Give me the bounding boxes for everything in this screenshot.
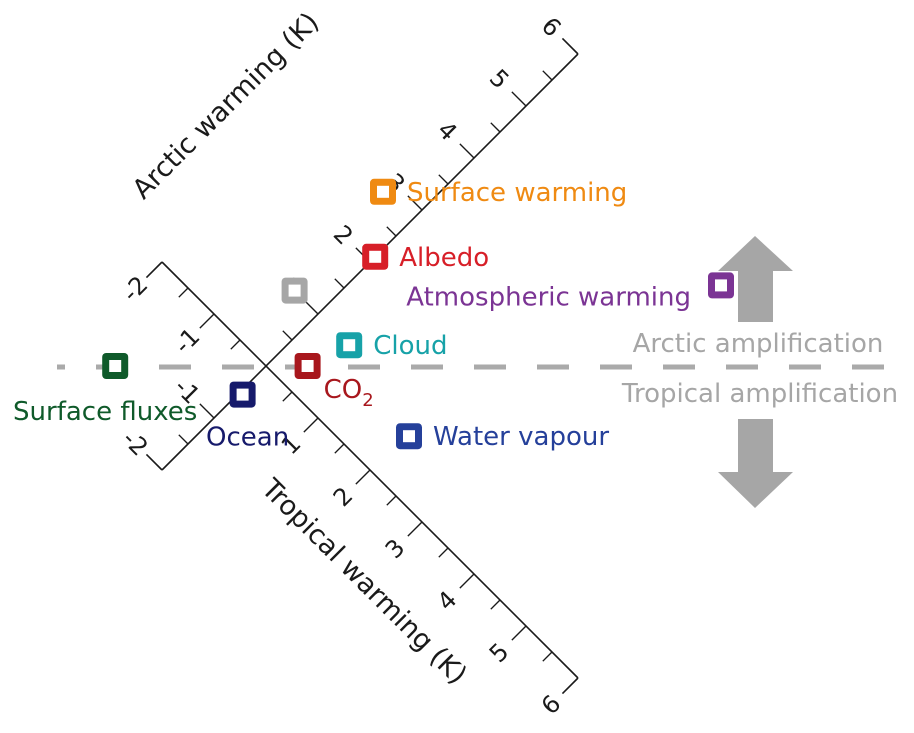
tropical-axis-tick bbox=[542, 651, 553, 662]
arctic-tick-label: 5 bbox=[484, 64, 515, 95]
arctic-axis-tick bbox=[438, 174, 449, 185]
arrows-layer: Arctic amplification Tropical amplificat… bbox=[621, 236, 898, 508]
tropical-axis-tick bbox=[386, 495, 397, 506]
point-label-text: Cloud bbox=[373, 331, 447, 361]
arctic-axis-tick bbox=[459, 143, 475, 159]
point-marker-hole bbox=[403, 430, 415, 443]
arctic-tick-label: 2 bbox=[328, 220, 359, 251]
point-label-text: Albedo bbox=[399, 243, 489, 273]
data-point-water-vapour: Water vapour bbox=[396, 422, 609, 452]
arctic-axis-end-cap bbox=[145, 453, 163, 471]
point-label-subscript: 2 bbox=[362, 390, 373, 411]
tropical-axis-title: Tropical warming (K) bbox=[255, 473, 473, 691]
point-label: Cloud bbox=[373, 331, 447, 361]
point-label: Surface warming bbox=[407, 178, 627, 208]
tropical-axis-tick bbox=[490, 599, 501, 610]
point-marker-hole bbox=[236, 388, 249, 401]
point-label: Ocean bbox=[206, 423, 289, 453]
data-point-cloud: Cloud bbox=[336, 331, 447, 361]
tropical-axis-tick bbox=[334, 443, 345, 454]
arctic-axis-tick bbox=[407, 195, 423, 211]
point-label: CO2 bbox=[324, 375, 374, 411]
axes-layer: -2-1123456Arctic warming (K)-2-1123456Tr… bbox=[117, 7, 579, 721]
data-point-unlabeled bbox=[281, 277, 308, 304]
tropical-axis-tick bbox=[511, 625, 527, 641]
tropical-tick-label: 3 bbox=[380, 534, 411, 565]
tropical-axis-tick bbox=[303, 417, 319, 433]
data-point-surface-fluxes: Surface fluxes bbox=[13, 353, 197, 427]
point-marker-hole bbox=[301, 360, 314, 372]
point-label: Atmospheric warming bbox=[406, 282, 691, 312]
tropical-axis-tick bbox=[282, 391, 293, 402]
tropical-axis-tick bbox=[407, 521, 423, 537]
point-marker-hole bbox=[288, 284, 301, 297]
data-point-ocean: Ocean bbox=[206, 381, 289, 453]
arctic-axis-tick bbox=[511, 91, 527, 107]
arctic-tick-label: 4 bbox=[432, 116, 463, 147]
tropical-amplification-arrow-icon bbox=[718, 419, 793, 508]
point-label: Water vapour bbox=[433, 422, 609, 452]
tropical-tick-label: 5 bbox=[484, 638, 515, 669]
arctic-amplification-arrow-icon bbox=[718, 236, 793, 322]
tropical-axis-end-cap bbox=[145, 261, 163, 279]
point-marker-hole bbox=[369, 250, 382, 263]
point-marker-hole bbox=[109, 360, 122, 372]
point-label-text: Water vapour bbox=[433, 422, 609, 452]
tropical-axis-tick bbox=[459, 573, 475, 589]
arctic-axis-title: Arctic warming (K) bbox=[127, 7, 326, 206]
tropical-axis-end-cap bbox=[561, 677, 579, 695]
point-label-text: Atmospheric warming bbox=[406, 282, 691, 312]
point-label: Surface fluxes bbox=[13, 397, 197, 427]
tropical-tick-label: 6 bbox=[536, 690, 567, 721]
point-label-text: Ocean bbox=[206, 423, 289, 453]
point-label-text: CO bbox=[324, 375, 363, 405]
arctic-axis-tick bbox=[282, 330, 293, 341]
data-point-surface-warming: Surface warming bbox=[370, 178, 627, 208]
point-label-text: Surface fluxes bbox=[13, 397, 197, 427]
arctic-axis-tick bbox=[334, 278, 345, 289]
point-marker-hole bbox=[343, 339, 356, 352]
tropical-axis-tick bbox=[438, 547, 449, 558]
arctic-tick-label: 6 bbox=[536, 12, 567, 43]
data-point-co2: CO2 bbox=[294, 353, 374, 411]
data-point-atmospheric-warming: Atmospheric warming bbox=[406, 272, 734, 312]
tropical-axis-tick bbox=[355, 469, 371, 485]
arctic-axis-tick bbox=[199, 403, 215, 419]
tropical-tick-label: 4 bbox=[432, 586, 463, 617]
arctic-axis-tick bbox=[542, 70, 553, 81]
point-label-text: Surface warming bbox=[407, 178, 627, 208]
arctic-axis-tick bbox=[178, 434, 189, 445]
arctic-axis-tick bbox=[490, 122, 501, 133]
tropical-axis-tick bbox=[178, 287, 189, 298]
arctic-axis-end-cap bbox=[561, 37, 579, 55]
point-marker-hole bbox=[715, 279, 727, 292]
data-point-albedo: Albedo bbox=[362, 243, 489, 273]
tropical-axis-tick bbox=[230, 339, 241, 350]
point-marker-hole bbox=[377, 185, 389, 198]
tropical-axis-tick bbox=[199, 313, 215, 329]
point-label: Albedo bbox=[399, 243, 489, 273]
arctic-amplification-label: Arctic amplification bbox=[633, 329, 884, 359]
tropical-amplification-label: Tropical amplification bbox=[621, 379, 898, 409]
tropical-tick-label: 2 bbox=[328, 482, 359, 513]
arctic-axis-tick bbox=[386, 226, 397, 237]
